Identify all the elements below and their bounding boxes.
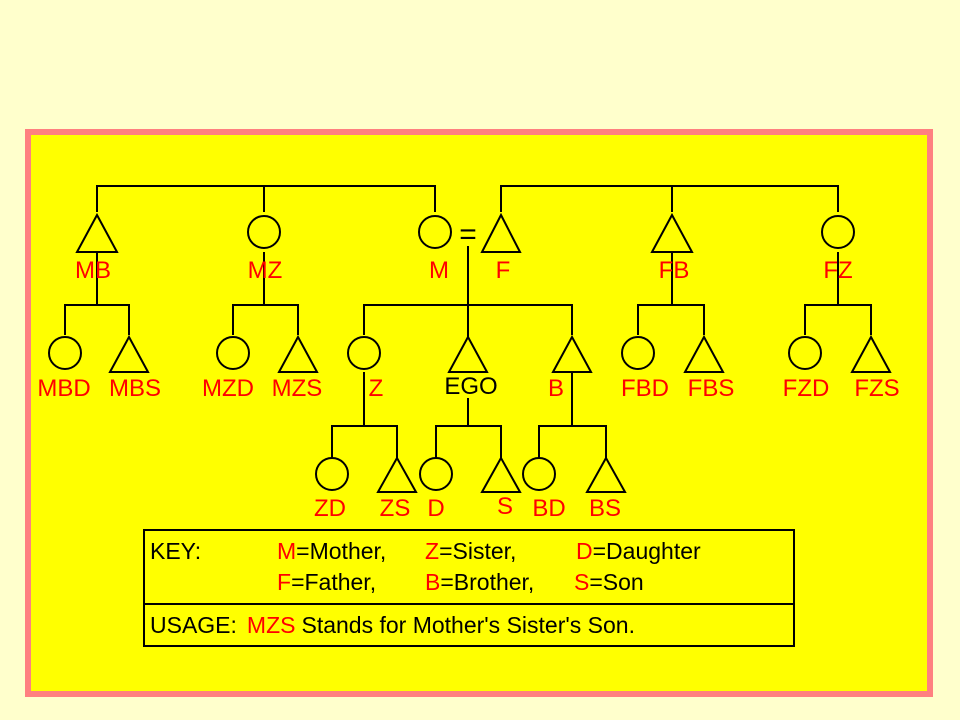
key-row2-entry2: B=Brother, — [425, 569, 534, 595]
key-code-d: D — [576, 538, 593, 564]
fbd-circle — [621, 336, 655, 370]
key-box: KEY: M=Mother, Z=Sister, D=Daughter F=Fa… — [143, 529, 795, 647]
mbs-triangle — [108, 334, 150, 373]
usage-code: MZS — [247, 612, 296, 638]
label-fz: FZ — [823, 257, 852, 284]
f-triangle — [480, 212, 522, 253]
label-bs: BS — [589, 495, 621, 522]
label-fzs: FZS — [854, 375, 899, 402]
bs-triangle — [585, 455, 627, 493]
connector-lines — [64, 185, 872, 458]
marriage-symbol: = — [459, 218, 477, 251]
key-code-f: F — [277, 569, 291, 595]
label-fbs: FBS — [688, 375, 735, 402]
label-mzs: MZS — [272, 375, 323, 402]
label-b: B — [548, 375, 564, 402]
key-code-z: Z — [425, 538, 439, 564]
label-mbd: MBD — [37, 375, 90, 402]
mb-triangle — [75, 212, 119, 253]
label-zd: ZD — [314, 495, 346, 522]
label-z: Z — [369, 375, 384, 402]
label-zs: ZS — [380, 495, 411, 522]
bd-circle — [522, 457, 556, 491]
key-row2-entry3: S=Son — [574, 569, 644, 595]
m-circle — [418, 215, 452, 249]
label-s: S — [497, 493, 513, 520]
label-fb: FB — [659, 257, 690, 284]
b-triangle — [551, 334, 593, 373]
key-text-sister: =Sister, — [439, 538, 516, 564]
key-code-m: M — [277, 538, 296, 564]
mzs-triangle — [277, 334, 319, 373]
label-fbd: FBD — [621, 375, 669, 402]
mz-circle — [247, 215, 281, 249]
label-d: D — [427, 495, 444, 522]
z-circle — [347, 336, 381, 370]
kin-symbols — [48, 212, 892, 493]
fbs-triangle — [683, 334, 725, 373]
key-text-son: =Son — [589, 569, 643, 595]
key-text-daughter: =Daughter — [593, 538, 701, 564]
kin-labels: MB MZ M F FB FZ MBD MBS MZD MZS Z EGO B … — [37, 257, 899, 522]
fb-triangle — [650, 212, 694, 253]
usage-text: Stands for Mother's Sister's Son. — [301, 612, 634, 638]
fzd-circle — [788, 336, 822, 370]
label-mbs: MBS — [109, 375, 161, 402]
s-triangle — [480, 455, 522, 493]
key-row2-entry1: F=Father, — [277, 569, 376, 595]
key-row1-entry3: D=Daughter — [576, 538, 701, 564]
mzd-circle — [216, 336, 250, 370]
key-text-brother: =Brother, — [440, 569, 534, 595]
zd-circle — [315, 457, 349, 491]
key-row1-entry2: Z=Sister, — [425, 538, 516, 564]
zs-triangle — [376, 455, 418, 493]
label-mz: MZ — [248, 257, 283, 284]
label-bd: BD — [532, 495, 565, 522]
key-title: KEY: — [150, 538, 201, 564]
key-code-s: S — [574, 569, 589, 595]
label-mb: MB — [75, 257, 111, 284]
label-fzd: FZD — [783, 375, 830, 402]
usage-title: USAGE: — [150, 612, 237, 638]
label-mzd: MZD — [202, 375, 254, 402]
label-ego: EGO — [444, 373, 497, 400]
diagram-panel — [25, 129, 933, 697]
key-text-mother: =Mother, — [296, 538, 386, 564]
label-m: M — [429, 257, 449, 284]
key-code-b: B — [425, 569, 440, 595]
key-row1-entry1: M=Mother, — [277, 538, 386, 564]
d-circle — [419, 457, 453, 491]
fz-circle — [821, 215, 855, 249]
ego-triangle — [447, 334, 489, 373]
key-border — [143, 529, 795, 647]
key-text-father: =Father, — [291, 569, 376, 595]
mbd-circle — [48, 336, 82, 370]
label-f: F — [496, 257, 511, 284]
fzs-triangle — [850, 334, 892, 373]
